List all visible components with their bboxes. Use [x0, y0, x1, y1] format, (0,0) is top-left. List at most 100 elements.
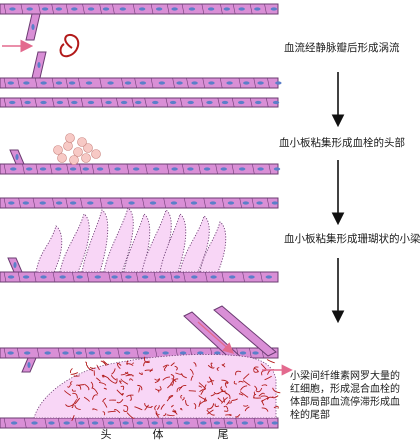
cell-nucleus — [238, 100, 245, 105]
cell-nucleus — [257, 81, 264, 85]
cell-nucleus — [39, 201, 46, 205]
cell-nucleus — [159, 275, 166, 279]
cell-nucleus — [22, 275, 30, 279]
panel1-top-wall — [0, 3, 279, 15]
panel1-bottom-wall — [0, 77, 282, 89]
cell-nucleus — [254, 7, 261, 11]
cell-nucleus — [151, 421, 158, 425]
cell-nucleus — [23, 81, 30, 85]
panel2-platelet-cluster — [53, 133, 101, 165]
coral-finger — [59, 213, 90, 273]
cell-nucleus — [123, 351, 131, 355]
cell-nucleus — [206, 100, 213, 105]
cell-nucleus — [26, 7, 33, 11]
panel3-coral-trabeculae — [35, 207, 227, 273]
cell-nucleus — [243, 81, 250, 85]
cell-nucleus — [114, 167, 121, 171]
cell-nucleus — [223, 7, 230, 11]
coral-finger — [81, 209, 109, 273]
cell-nucleus — [40, 275, 47, 279]
cell-nucleus — [138, 7, 146, 11]
cell-nucleus — [78, 421, 85, 425]
cell-nucleus — [107, 421, 115, 425]
cell-nucleus — [128, 201, 135, 205]
cell-nucleus — [170, 201, 178, 205]
cell-nucleus — [149, 201, 157, 205]
cell-nucleus — [275, 81, 282, 85]
cell-nucleus — [40, 81, 47, 85]
cell-nucleus — [9, 7, 16, 11]
cell-nucleus — [270, 7, 278, 11]
panel4-flow-arrow-branch — [197, 321, 235, 354]
cell-nucleus — [207, 7, 215, 11]
cell-nucleus — [31, 24, 35, 30]
panel4-mixed-thrombus — [33, 354, 281, 421]
cell-nucleus — [88, 351, 96, 355]
cell-nucleus — [9, 100, 16, 105]
step-2-label: 血小板粘集形成血栓的头部 — [279, 137, 405, 149]
segment-head-label: 头 — [100, 428, 112, 441]
cell-nucleus — [191, 81, 198, 85]
cell-nucleus — [271, 421, 279, 425]
cell-nucleus — [122, 421, 129, 425]
cell-nucleus — [71, 7, 78, 11]
coral-finger — [141, 209, 172, 273]
cell-nucleus — [227, 201, 235, 205]
panel3-top-wall — [0, 197, 279, 209]
cell-nucleus — [124, 81, 132, 85]
cell-nucleus — [48, 421, 55, 425]
cell-nucleus — [136, 421, 143, 425]
cell-nucleus — [107, 201, 114, 205]
cell-nucleus — [24, 351, 31, 355]
cell-nucleus — [71, 100, 78, 105]
panel4-bottom-wall — [0, 417, 279, 429]
cell-nucleus — [24, 100, 31, 105]
cell-nucleus — [104, 351, 112, 355]
cell-nucleus — [197, 351, 204, 355]
cell-nucleus — [37, 62, 41, 68]
cell-nucleus — [76, 275, 83, 279]
platelet — [65, 133, 75, 143]
cell-nucleus — [27, 362, 31, 368]
cell-nucleus — [120, 100, 128, 105]
cell-nucleus — [87, 7, 95, 11]
cell-nucleus — [22, 201, 30, 205]
cell-nucleus — [40, 100, 47, 105]
cell-nucleus — [31, 421, 38, 425]
cell-nucleus — [188, 7, 196, 11]
cell-nucleus — [226, 421, 233, 425]
platelet — [83, 143, 93, 153]
platelet — [53, 145, 63, 155]
cell-nucleus — [87, 201, 94, 205]
panel4-valve — [21, 357, 37, 373]
cell-nucleus — [238, 167, 246, 171]
cell-nucleus — [111, 275, 118, 279]
cell-nucleus — [10, 421, 18, 425]
platelet — [81, 153, 91, 163]
platelet — [57, 153, 67, 163]
cell-nucleus — [166, 421, 173, 425]
coral-finger — [179, 215, 210, 273]
cell-nucleus — [203, 167, 211, 171]
cell-nucleus — [39, 167, 47, 171]
panel1-valve-upper — [25, 13, 41, 41]
cell-nucleus — [82, 167, 89, 171]
cell-nucleus — [94, 275, 101, 279]
cell-nucleus — [59, 275, 66, 279]
cell-nucleus — [252, 351, 259, 355]
cell-nucleus — [8, 201, 15, 205]
cell-nucleus — [255, 100, 262, 105]
coral-finger — [159, 213, 187, 273]
cell-nucleus — [257, 421, 264, 425]
cell-nucleus — [242, 201, 250, 205]
cell-nucleus — [191, 275, 198, 279]
cell-nucleus — [10, 167, 17, 171]
cell-nucleus — [91, 421, 99, 425]
cell-nucleus — [85, 81, 93, 85]
cell-nucleus — [44, 351, 51, 355]
cell-nucleus — [119, 7, 126, 11]
cell-nucleus — [209, 201, 217, 205]
cell-nucleus — [26, 167, 33, 171]
coral-finger — [35, 225, 63, 273]
